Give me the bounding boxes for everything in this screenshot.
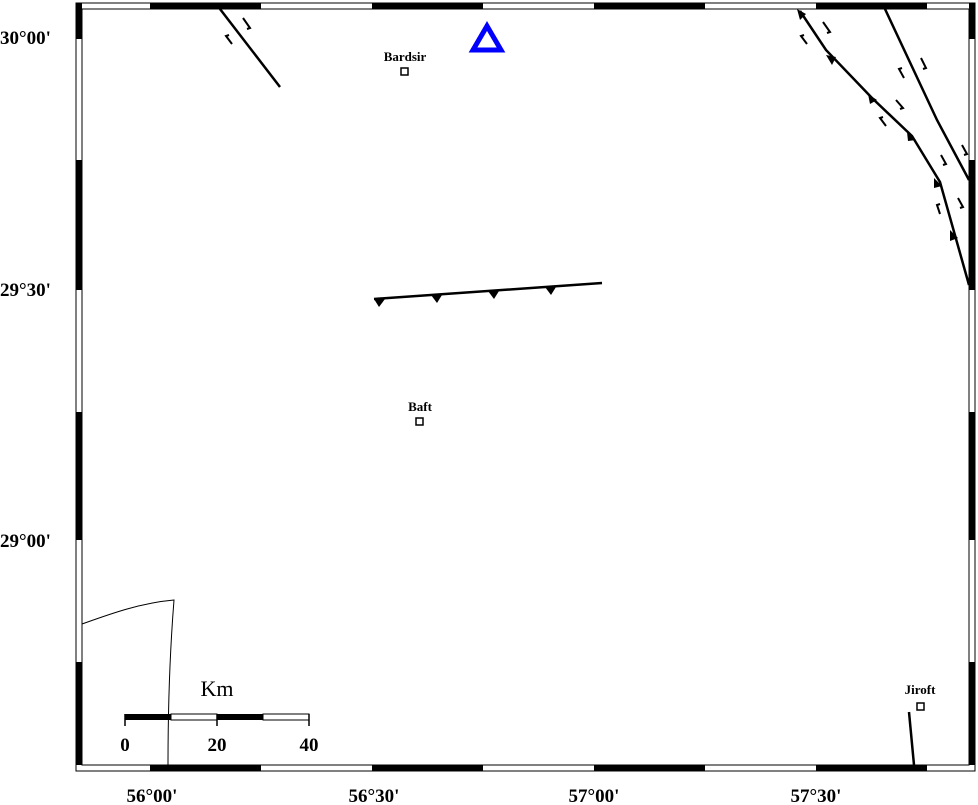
scale-tick-0: 0 xyxy=(120,735,130,756)
city-label-baft: Baft xyxy=(408,399,433,414)
city-label-bardsir: Bardsir xyxy=(384,49,427,64)
city-jiroft: Jiroft xyxy=(905,682,936,711)
thrust-teeth xyxy=(374,9,958,307)
strike-slip-symbols xyxy=(224,17,969,215)
lat-label-29-30: 29°30' xyxy=(0,280,51,301)
scale-unit-label: Km xyxy=(201,676,234,701)
city-bardsir: Bardsir xyxy=(384,49,427,76)
lon-label-56-00: 56°00' xyxy=(127,786,178,805)
scale-bar: Km 0 20 40 xyxy=(120,676,318,756)
lon-label-56-30: 56°30' xyxy=(349,786,400,805)
city-label-jiroft: Jiroft xyxy=(905,682,936,697)
map-frame xyxy=(75,2,976,772)
city-baft: Baft xyxy=(408,399,433,426)
lon-label-57-30: 57°30' xyxy=(791,786,842,805)
lon-label-57-00: 57°00' xyxy=(569,786,620,805)
lat-label-30-00: 30°00' xyxy=(0,28,51,49)
scale-tick-20: 20 xyxy=(208,735,227,756)
station-triangle-icon xyxy=(468,21,506,53)
lat-label-29-00: 29°00' xyxy=(0,531,51,552)
scale-tick-40: 40 xyxy=(300,735,319,756)
